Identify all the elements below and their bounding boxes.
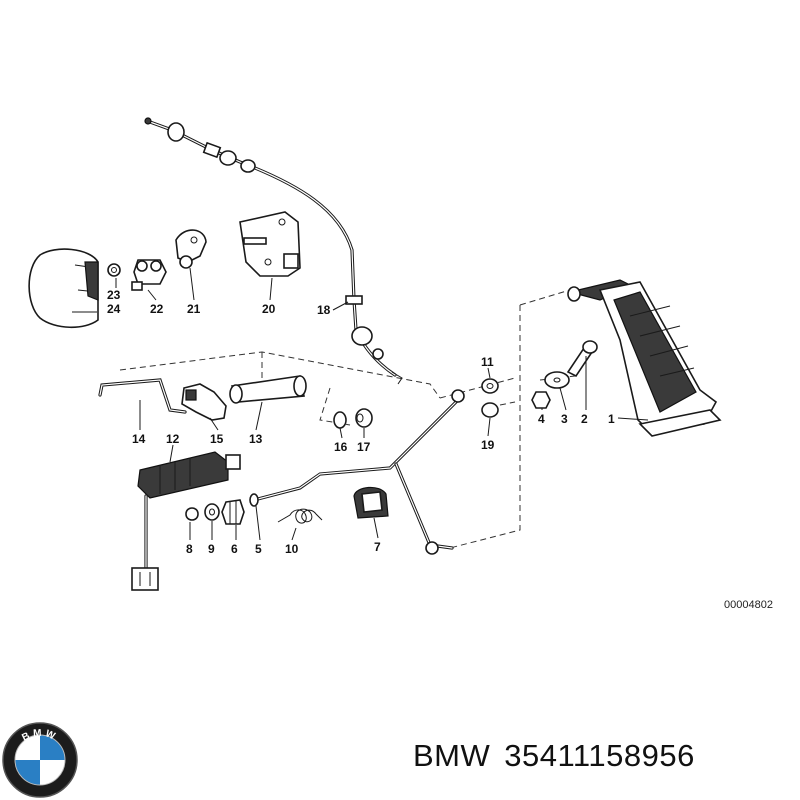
label-18: 18 [317, 303, 331, 317]
part-13-lever [229, 375, 307, 404]
part-12-actuator [131, 451, 241, 591]
label-15: 15 [210, 432, 224, 446]
part-number: 35411158956 [504, 738, 695, 773]
drawing-number: 00004802 [724, 599, 773, 611]
label-6: 6 [231, 542, 238, 556]
logo-text: BMW [20, 728, 59, 744]
label-17: 17 [357, 440, 371, 454]
part-10-spring [277, 508, 323, 524]
part-14-rod [98, 378, 187, 414]
part-3-washer [544, 371, 570, 389]
footer-part-identification: BMW 35411158956 [413, 738, 709, 774]
part-2-stud [566, 340, 598, 378]
part-17-bushing [355, 408, 373, 428]
label-12: 12 [166, 432, 180, 446]
brand-name: BMW [413, 738, 491, 773]
pedal-lever-arm [394, 389, 465, 555]
callout-labels: 1 2 3 4 5 6 7 8 9 10 11 12 13 14 15 16 1… [107, 288, 615, 556]
part-16-washer [333, 411, 347, 429]
label-1: 1 [608, 412, 615, 426]
part-24-cover [28, 248, 99, 329]
part-8-clip [185, 507, 199, 521]
label-9: 9 [208, 542, 215, 556]
label-21: 21 [187, 302, 201, 316]
part-18-accelerator-cable [144, 117, 403, 385]
part-23-clip [107, 263, 121, 277]
leader-lines [115, 267, 649, 541]
label-20: 20 [262, 302, 276, 316]
label-23: 23 [107, 288, 121, 302]
label-8: 8 [186, 542, 193, 556]
part-5-shaft [249, 396, 462, 507]
part-1-accelerator-pedal [567, 279, 722, 437]
label-5: 5 [255, 542, 262, 556]
label-10: 10 [285, 542, 299, 556]
label-3: 3 [561, 412, 568, 426]
label-19: 19 [481, 438, 495, 452]
label-7: 7 [374, 540, 381, 554]
label-22: 22 [150, 302, 164, 316]
part-22-bushing [131, 259, 167, 291]
part-4-nut [531, 391, 551, 409]
label-14: 14 [132, 432, 146, 446]
part-9-washer [204, 503, 220, 521]
label-13: 13 [249, 432, 263, 446]
part-19-bushing [481, 402, 499, 418]
label-24: 24 [107, 302, 121, 316]
part-15-clip [181, 383, 227, 421]
label-11: 11 [481, 355, 494, 369]
part-20-mount-plate [239, 211, 301, 277]
label-4: 4 [538, 412, 545, 426]
part-6-bushing [221, 499, 245, 525]
part-7-bracket [353, 486, 389, 519]
bmw-logo: BMW [2, 722, 78, 798]
part-21-bracket [175, 229, 207, 269]
part-11-bushing [481, 378, 499, 394]
label-16: 16 [334, 440, 348, 454]
label-2: 2 [581, 412, 588, 426]
